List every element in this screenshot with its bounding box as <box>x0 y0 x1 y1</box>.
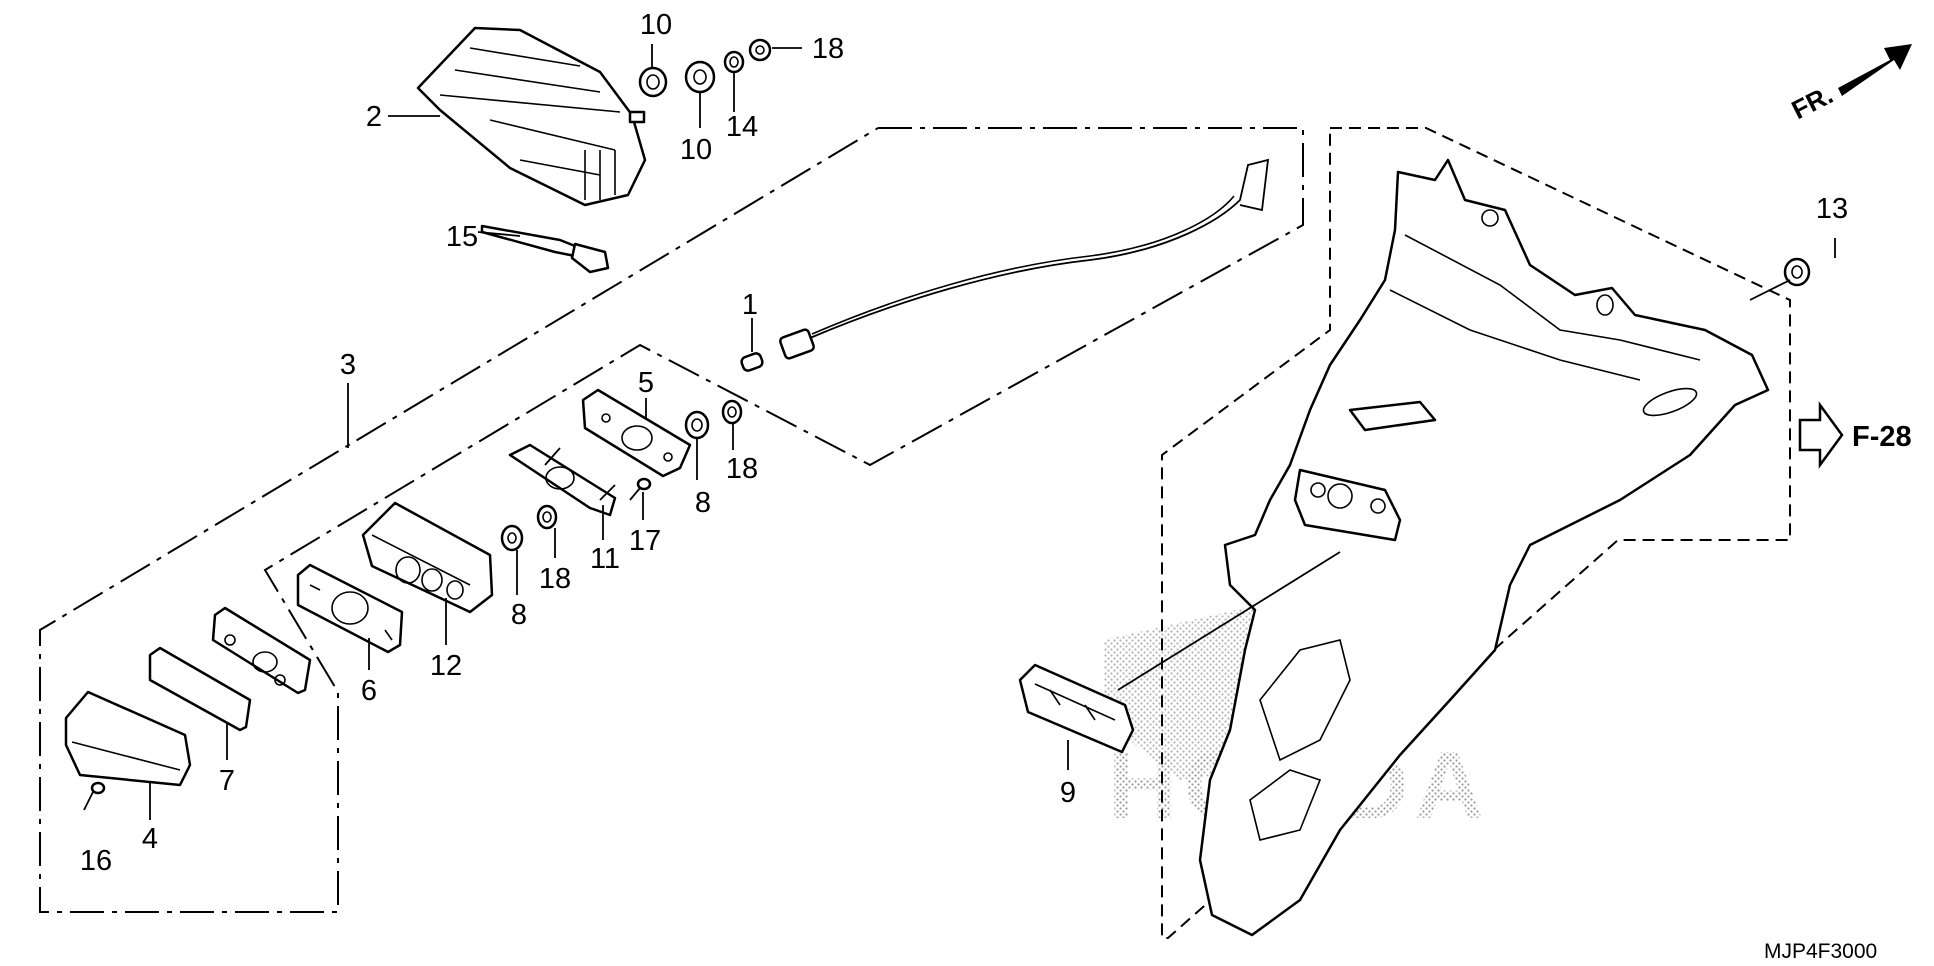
callout-11[interactable]: 11 <box>590 543 620 575</box>
gasket[interactable] <box>581 388 692 478</box>
callout-6[interactable]: 6 <box>361 675 377 707</box>
callout-8-right[interactable]: 8 <box>695 487 711 519</box>
callout-3[interactable]: 3 <box>340 349 356 381</box>
leader-lines <box>149 44 1836 820</box>
light-bracket[interactable] <box>508 443 617 517</box>
callout-7[interactable]: 7 <box>219 765 235 797</box>
rear-reflector[interactable] <box>1018 663 1135 754</box>
callout-18-left[interactable]: 18 <box>539 563 571 595</box>
callout-10-top[interactable]: 10 <box>640 9 672 41</box>
callout-2[interactable]: 2 <box>366 101 382 133</box>
connector-stay[interactable] <box>480 224 610 274</box>
callout-numbers: 10 10 14 18 2 15 1 3 5 8 18 11 17 8 18 1… <box>80 9 1848 877</box>
bulb-socket-harness[interactable] <box>740 158 1270 372</box>
mid-washers[interactable] <box>500 399 743 552</box>
license-light-cover[interactable] <box>64 690 192 787</box>
callout-8-left[interactable]: 8 <box>511 599 527 631</box>
reflector-housing[interactable] <box>361 501 494 614</box>
screw-16[interactable] <box>83 781 106 811</box>
callout-12[interactable]: 12 <box>430 650 462 682</box>
section-reference-label[interactable]: F-28 <box>1852 421 1912 453</box>
screw-17[interactable] <box>629 477 652 501</box>
callout-14[interactable]: 14 <box>726 111 758 143</box>
callout-17[interactable]: 17 <box>629 525 661 557</box>
tail-light-housing[interactable] <box>416 26 647 207</box>
top-grommets[interactable] <box>638 38 772 98</box>
callout-5[interactable]: 5 <box>638 367 654 399</box>
callout-4[interactable]: 4 <box>142 823 158 855</box>
nut-13[interactable] <box>1783 257 1811 287</box>
section-reference[interactable]: F-28 <box>1798 401 1912 469</box>
taillight-assembly-boundary <box>39 127 1304 913</box>
rear-fender[interactable] <box>1198 158 1770 937</box>
callout-10-bottom[interactable]: 10 <box>680 134 712 166</box>
callout-15[interactable]: 15 <box>446 221 478 253</box>
callout-18-top[interactable]: 18 <box>812 33 844 65</box>
license-light-lens[interactable] <box>296 563 404 654</box>
front-indicator-label: FR. <box>1787 79 1838 125</box>
callout-18-right[interactable]: 18 <box>726 453 758 485</box>
callout-1[interactable]: 1 <box>742 289 758 321</box>
mounting-plate[interactable] <box>148 606 312 732</box>
callout-16[interactable]: 16 <box>80 845 112 877</box>
callout-9[interactable]: 9 <box>1060 777 1076 809</box>
callout-13[interactable]: 13 <box>1816 193 1848 225</box>
diagram-code: MJP4F3000 <box>1764 940 1877 963</box>
front-direction-arrow: FR. <box>1787 44 1912 125</box>
